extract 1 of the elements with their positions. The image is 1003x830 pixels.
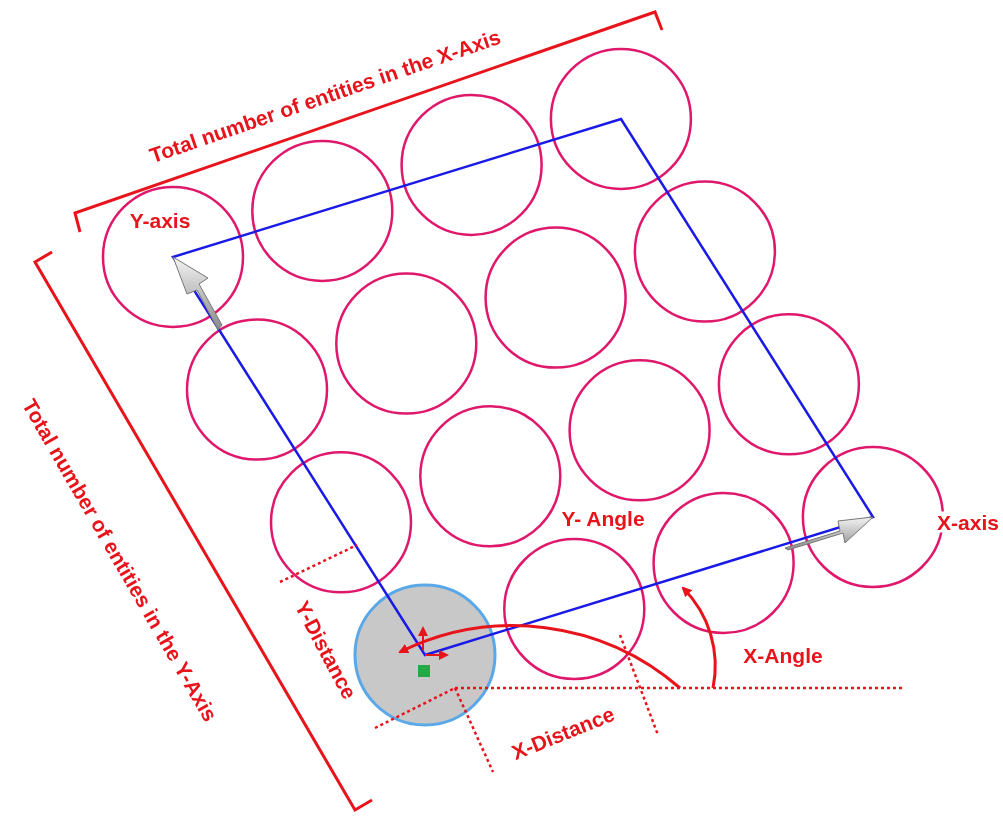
axis-label: X-axis [937,511,999,533]
